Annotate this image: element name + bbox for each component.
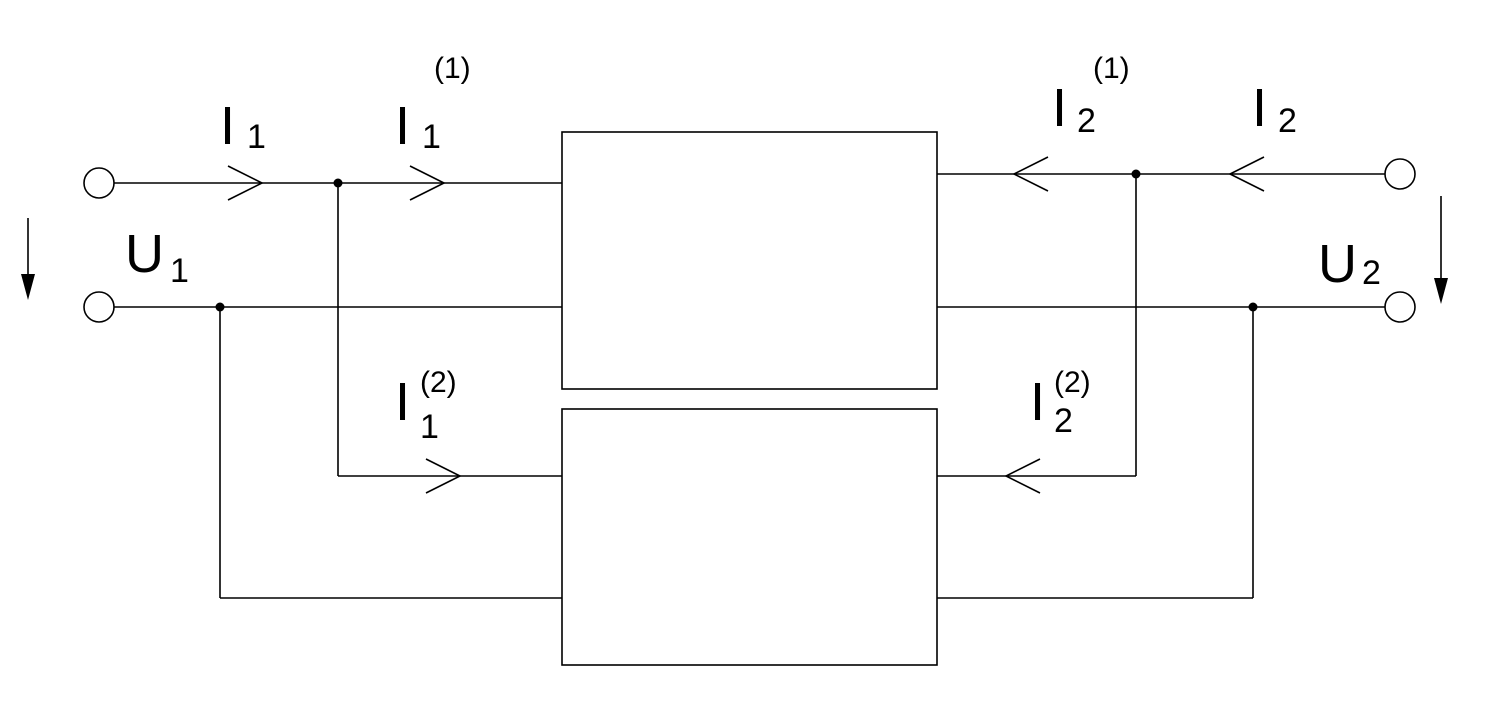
current-arrow-i1-1 — [409, 165, 446, 201]
current-arrow-i1 — [227, 165, 264, 201]
svg-text:U: U — [125, 224, 164, 284]
svg-text:I: I — [220, 96, 235, 156]
svg-text:I: I — [1030, 372, 1045, 432]
current-arrow-i2-2 — [1004, 458, 1041, 494]
svg-text:I: I — [395, 96, 410, 156]
label-i1-2: I 1 (2) — [395, 366, 457, 446]
junction-node-left-top — [333, 178, 343, 188]
svg-text:(1): (1) — [1093, 52, 1130, 85]
label-i1-1: I 1 (1) — [395, 52, 471, 156]
junction-node-right-top — [1131, 169, 1141, 179]
current-arrow-i2 — [1228, 156, 1265, 192]
label-i1: I 1 — [220, 96, 266, 156]
terminal-output-bottom — [1384, 291, 1416, 323]
label-u1: U 1 — [125, 224, 189, 290]
voltage-arrow-u1 — [21, 218, 35, 300]
label-i2-1: I 2 (1) — [1052, 52, 1130, 140]
upper-two-port-block — [561, 131, 938, 390]
terminal-input-top — [83, 167, 115, 199]
junction-node-right-bottom — [1248, 302, 1258, 312]
svg-text:U: U — [1318, 234, 1357, 294]
svg-text:I: I — [1252, 78, 1267, 138]
current-arrow-i1-2 — [425, 458, 462, 494]
label-i2: I 2 — [1252, 78, 1297, 140]
label-i2-2: I 2 (2) — [1030, 366, 1091, 440]
svg-text:(2): (2) — [420, 366, 457, 399]
terminal-input-bottom — [83, 291, 115, 323]
svg-text:2: 2 — [1362, 254, 1381, 292]
terminal-output-top — [1384, 158, 1416, 190]
svg-text:1: 1 — [247, 118, 266, 156]
label-u2: U 2 — [1318, 234, 1381, 294]
svg-text:2: 2 — [1054, 402, 1073, 440]
svg-text:1: 1 — [170, 252, 189, 290]
svg-text:2: 2 — [1077, 102, 1096, 140]
svg-text:I: I — [395, 372, 410, 432]
svg-text:(2): (2) — [1054, 366, 1091, 399]
svg-text:(1): (1) — [434, 52, 471, 85]
svg-text:1: 1 — [420, 408, 439, 446]
junction-node-left-bottom — [215, 302, 225, 312]
svg-text:I: I — [1052, 78, 1067, 138]
svg-text:1: 1 — [422, 118, 441, 156]
lower-two-port-block — [561, 408, 938, 666]
current-arrow-i2-1 — [1012, 156, 1049, 192]
voltage-arrow-u2 — [1434, 196, 1448, 304]
svg-text:2: 2 — [1278, 102, 1297, 140]
